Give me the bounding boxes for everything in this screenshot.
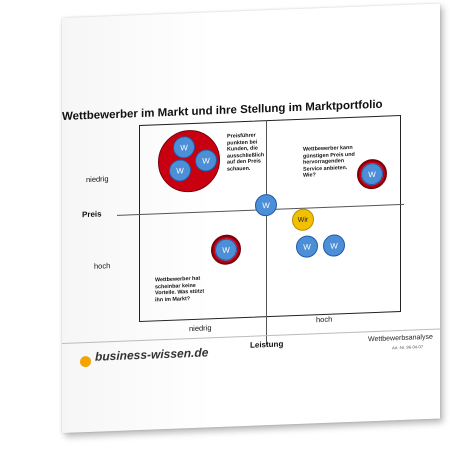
x-label-niedrig: niedrig xyxy=(189,323,212,334)
y-label-hoch: hoch xyxy=(94,261,111,271)
document-sheet: Wettbewerber im Markt und ihre Stellung … xyxy=(62,3,440,434)
leistung-axis-line xyxy=(266,120,267,346)
note-bottom-left: Wettbewerber hat scheinbar keine Vorteil… xyxy=(155,275,205,303)
y-label-niedrig: niedrig xyxy=(86,174,109,185)
note-top-right: Wettbewerber kann günstigen Preis und he… xyxy=(303,144,355,179)
axis-title-leistung: Leistung xyxy=(250,339,284,350)
axis-title-preis: Preis xyxy=(82,209,102,220)
x-label-hoch: hoch xyxy=(316,314,333,325)
note-preisfuehrer: Preisführer punkten bei Kunden, die auss… xyxy=(227,132,265,173)
